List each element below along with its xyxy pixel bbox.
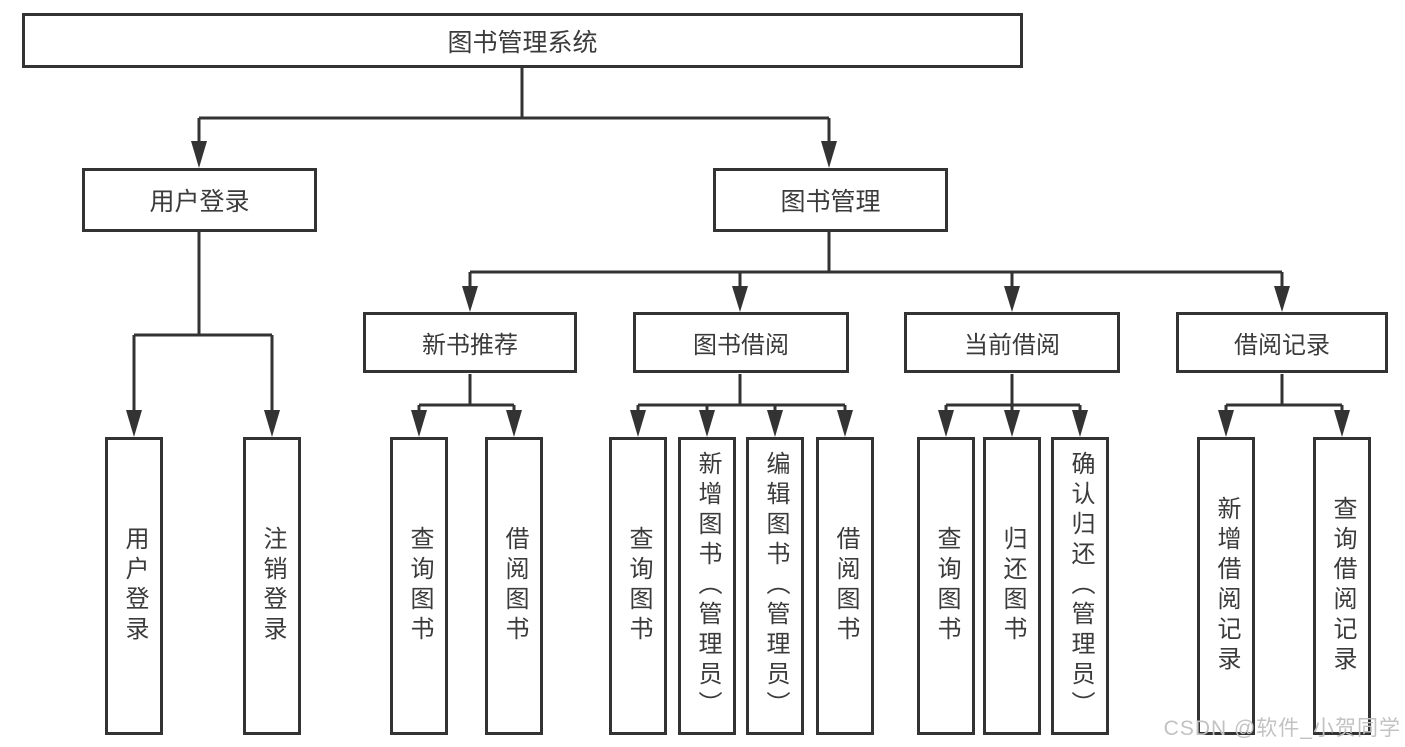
node-root-system: 图书管理系统 [22,13,1023,68]
leaf-borrow-books: 借阅图书 [816,437,874,735]
leaf-add-borrow-record: 新增借阅记录 [1197,437,1255,735]
leaf-return-books: 归还图书 [983,437,1041,735]
node-current-borrow: 当前借阅 [904,312,1120,373]
leaf-borrow-books-recommend: 借阅图书 [485,437,543,735]
node-borrow-records: 借阅记录 [1176,312,1388,373]
leaf-confirm-return-admin: 确认归还（管理员） [1051,437,1109,735]
watermark: CSDN @软件_小贺同学 [1163,717,1401,740]
arrowhead-icons [126,141,1350,437]
leaf-query-borrow-record: 查询借阅记录 [1313,437,1371,735]
leaf-query-books-borrow: 查询图书 [609,437,667,735]
leaf-query-books-current: 查询图书 [917,437,975,735]
leaf-add-books-admin: 新增图书（管理员） [678,437,736,735]
node-book-borrow: 图书借阅 [633,312,849,373]
node-user-login-branch: 用户登录 [82,168,317,232]
leaf-logout: 注销登录 [243,437,301,735]
node-new-book-recommend: 新书推荐 [363,312,577,373]
leaf-query-books-recommend: 查询图书 [390,437,448,735]
leaf-user-login: 用户登录 [105,437,163,735]
node-book-management-branch: 图书管理 [713,168,948,232]
leaf-edit-books-admin: 编辑图书（管理员） [746,437,804,735]
